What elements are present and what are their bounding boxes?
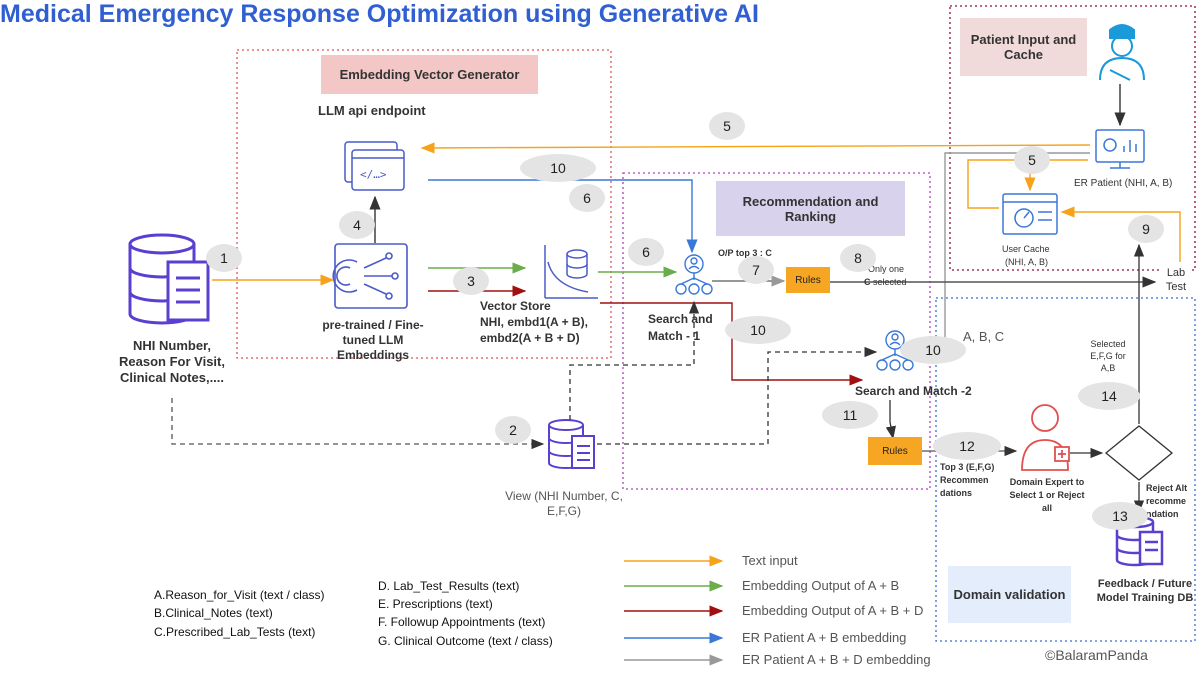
view-label: View (NHI Number, C, E,F,G) (505, 489, 623, 518)
abc-label: A, B, C (963, 329, 1005, 344)
database-icon (128, 233, 210, 325)
recommendation-section-box (622, 172, 931, 490)
step-circle: 1 (206, 244, 242, 272)
database-icon (548, 419, 595, 469)
doctor-icon (1021, 404, 1070, 471)
step-circle: 14 (1078, 382, 1140, 410)
key-item: D. Lab_Test_Results (text) (378, 579, 520, 593)
step-circle: 5 (709, 112, 745, 140)
vector-store-desc-1: NHI, embd1(A + B), (480, 315, 588, 329)
step-circle: 10 (725, 316, 791, 344)
code-window-icon: </…> (344, 141, 405, 191)
step-circle: 10 (520, 154, 596, 182)
step-circle: 2 (495, 416, 531, 444)
person-icon (876, 330, 914, 371)
embedding-section-box (236, 49, 612, 359)
rules-box-2: Rules (868, 437, 922, 465)
step-circle: 11 (822, 401, 878, 429)
patient-header: Patient Input and Cache (970, 32, 1077, 62)
vector-store-icon (544, 245, 598, 299)
reject-alt-label: Reject Alt recomme ndation (1146, 483, 1188, 519)
vector-store-desc-2: embd2(A + B + D) (480, 331, 580, 345)
search2-label: Search and Match -2 (855, 384, 972, 398)
only-one-label: Only one (868, 264, 905, 274)
domain-expert-label: Domain Expert to Select 1 or Reject all (1009, 477, 1085, 513)
rules-box-1: Rules (786, 267, 830, 293)
vector-store-label: Vector Store (480, 299, 551, 313)
selected-label: Selected E,F,G for A,B (1090, 339, 1126, 373)
key-item: A.Reason_for_Visit (text / class) (154, 588, 325, 602)
step-circle: 6 (628, 238, 664, 266)
step-circle: 10 (900, 336, 966, 364)
network-icon (332, 243, 408, 309)
c-selected-label: C selected (864, 277, 907, 287)
legend-label: ER Patient A + B embedding (742, 630, 907, 645)
key-item: F. Followup Appointments (text) (378, 615, 546, 629)
step-circle: 13 (1092, 502, 1148, 530)
legend-label: Embedding Output of A + B + D (742, 603, 924, 618)
person-icon (675, 254, 713, 295)
pretrained-label: pre-trained / Fine-tuned LLM Embeddings (322, 318, 424, 362)
domain-section-box (935, 297, 1196, 642)
domain-header: Domain validation (953, 587, 1066, 602)
monitor-gear-icon (1095, 129, 1145, 169)
step-circle: 7 (738, 256, 774, 284)
key-item: B.Clinical_Notes (text) (154, 606, 273, 620)
step-circle: 6 (569, 184, 605, 212)
step-circle: 8 (840, 244, 876, 272)
doctor-icon (1099, 24, 1145, 81)
patient-section-box (949, 5, 1196, 271)
search1-label-b: Match - 1 (648, 329, 701, 343)
feedback-db-label: Feedback / Future Model Training DB (1096, 578, 1194, 604)
database-icon (1115, 515, 1164, 567)
step-circle: 3 (453, 267, 489, 295)
step-circle: 4 (339, 211, 375, 239)
search1-label-a: Search and (648, 312, 713, 326)
diagram-title: Medical Emergency Response Optimization … (0, 0, 759, 28)
key-item: E. Prescriptions (text) (378, 597, 493, 611)
copyright-label: ©BalaramPanda (1045, 647, 1148, 663)
decision-diamond-icon (1104, 425, 1174, 481)
step-circle: 5 (1014, 146, 1050, 174)
embedding-header: Embedding Vector Generator (339, 67, 520, 82)
llm-api-label: LLM api endpoint (318, 103, 426, 118)
user-cache-desc: (NHI, A, B) (1005, 257, 1049, 267)
lab-test-box: Lab Test (1160, 266, 1192, 296)
nhi-db-label: NHI Number, Reason For Visit, Clinical N… (119, 338, 225, 385)
legend-label: ER Patient A + B + D embedding (742, 652, 931, 667)
key-item: C.Prescribed_Lab_Tests (text) (154, 625, 316, 639)
top3-label: Top 3 (E,F,G) Recommen dations (940, 462, 995, 498)
er-patient-label: ER Patient (NHI, A, B) (1074, 178, 1173, 189)
op-top3-label: O/P top 3 : C (718, 248, 772, 258)
recommendation-header: Recommendation and Ranking (742, 193, 879, 224)
user-cache-label: User Cache (1002, 244, 1050, 254)
svg-text:</…>: </…> (360, 168, 387, 181)
browser-gauge-icon (1002, 193, 1058, 235)
step-circle: 12 (933, 432, 1001, 460)
legend-label: Embedding Output of A + B (742, 578, 900, 593)
key-item: G. Clinical Outcome (text / class) (378, 634, 553, 648)
step-circle: 9 (1128, 215, 1164, 243)
legend-label: Text input (742, 553, 798, 568)
